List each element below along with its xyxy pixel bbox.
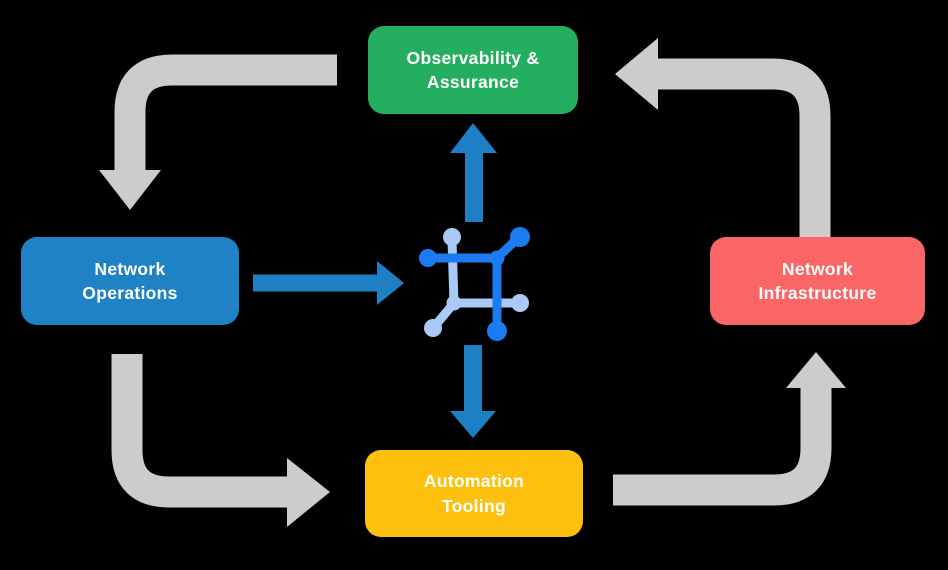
primary-arrowhead-right bbox=[377, 261, 404, 305]
icon-bottom-dark-node bbox=[487, 321, 507, 341]
icon-lower-left-light-node bbox=[424, 319, 442, 337]
flow-arrowhead-down bbox=[99, 170, 161, 210]
node-infrastructure: Network Infrastructure bbox=[710, 237, 925, 325]
flow-arrow-infrastructure-to-observability bbox=[615, 38, 831, 237]
node-infrastructure-label: Network Infrastructure bbox=[758, 258, 877, 304]
flow-arrow-automation-to-infrastructure bbox=[613, 352, 846, 506]
flow-arrowhead-up bbox=[786, 352, 846, 388]
icon-dark-junction-node bbox=[489, 250, 505, 266]
primary-arrow-center-to-automation bbox=[450, 345, 496, 438]
icon-left-vertical-line bbox=[447, 235, 459, 308]
primary-arrow-operations-to-center bbox=[253, 261, 404, 305]
node-automation: Automation Tooling bbox=[365, 450, 583, 537]
flow-arrowhead-left bbox=[615, 38, 658, 110]
flow-arrow-operations-to-automation bbox=[111, 354, 330, 527]
icon-upper-right-dark-node bbox=[510, 227, 530, 247]
flow-arrowhead-right bbox=[287, 458, 330, 527]
node-operations: Network Operations bbox=[21, 237, 239, 325]
node-automation-label: Automation Tooling bbox=[423, 471, 525, 516]
flow-arrow-shaft bbox=[114, 54, 337, 171]
icon-right-light-node bbox=[511, 294, 529, 312]
primary-arrowhead-down bbox=[450, 411, 496, 438]
network-fabric-icon bbox=[419, 227, 530, 341]
flow-arrow-observability-to-operations bbox=[99, 54, 337, 210]
flow-arrow-shaft bbox=[657, 58, 831, 237]
node-operations-label: Network Operations bbox=[82, 258, 178, 304]
icon-left-dark-node bbox=[419, 249, 437, 267]
icon-light-junction-node bbox=[446, 295, 462, 311]
flow-arrow-shaft bbox=[111, 354, 288, 508]
primary-arrowhead-up bbox=[450, 123, 497, 153]
node-observability: Observability & Assurance bbox=[368, 26, 578, 114]
icon-top-light-node bbox=[443, 228, 461, 246]
primary-arrow-center-to-observability bbox=[450, 123, 497, 222]
flow-arrow-shaft bbox=[613, 387, 832, 506]
node-observability-label: Observability & Assurance bbox=[406, 47, 540, 93]
